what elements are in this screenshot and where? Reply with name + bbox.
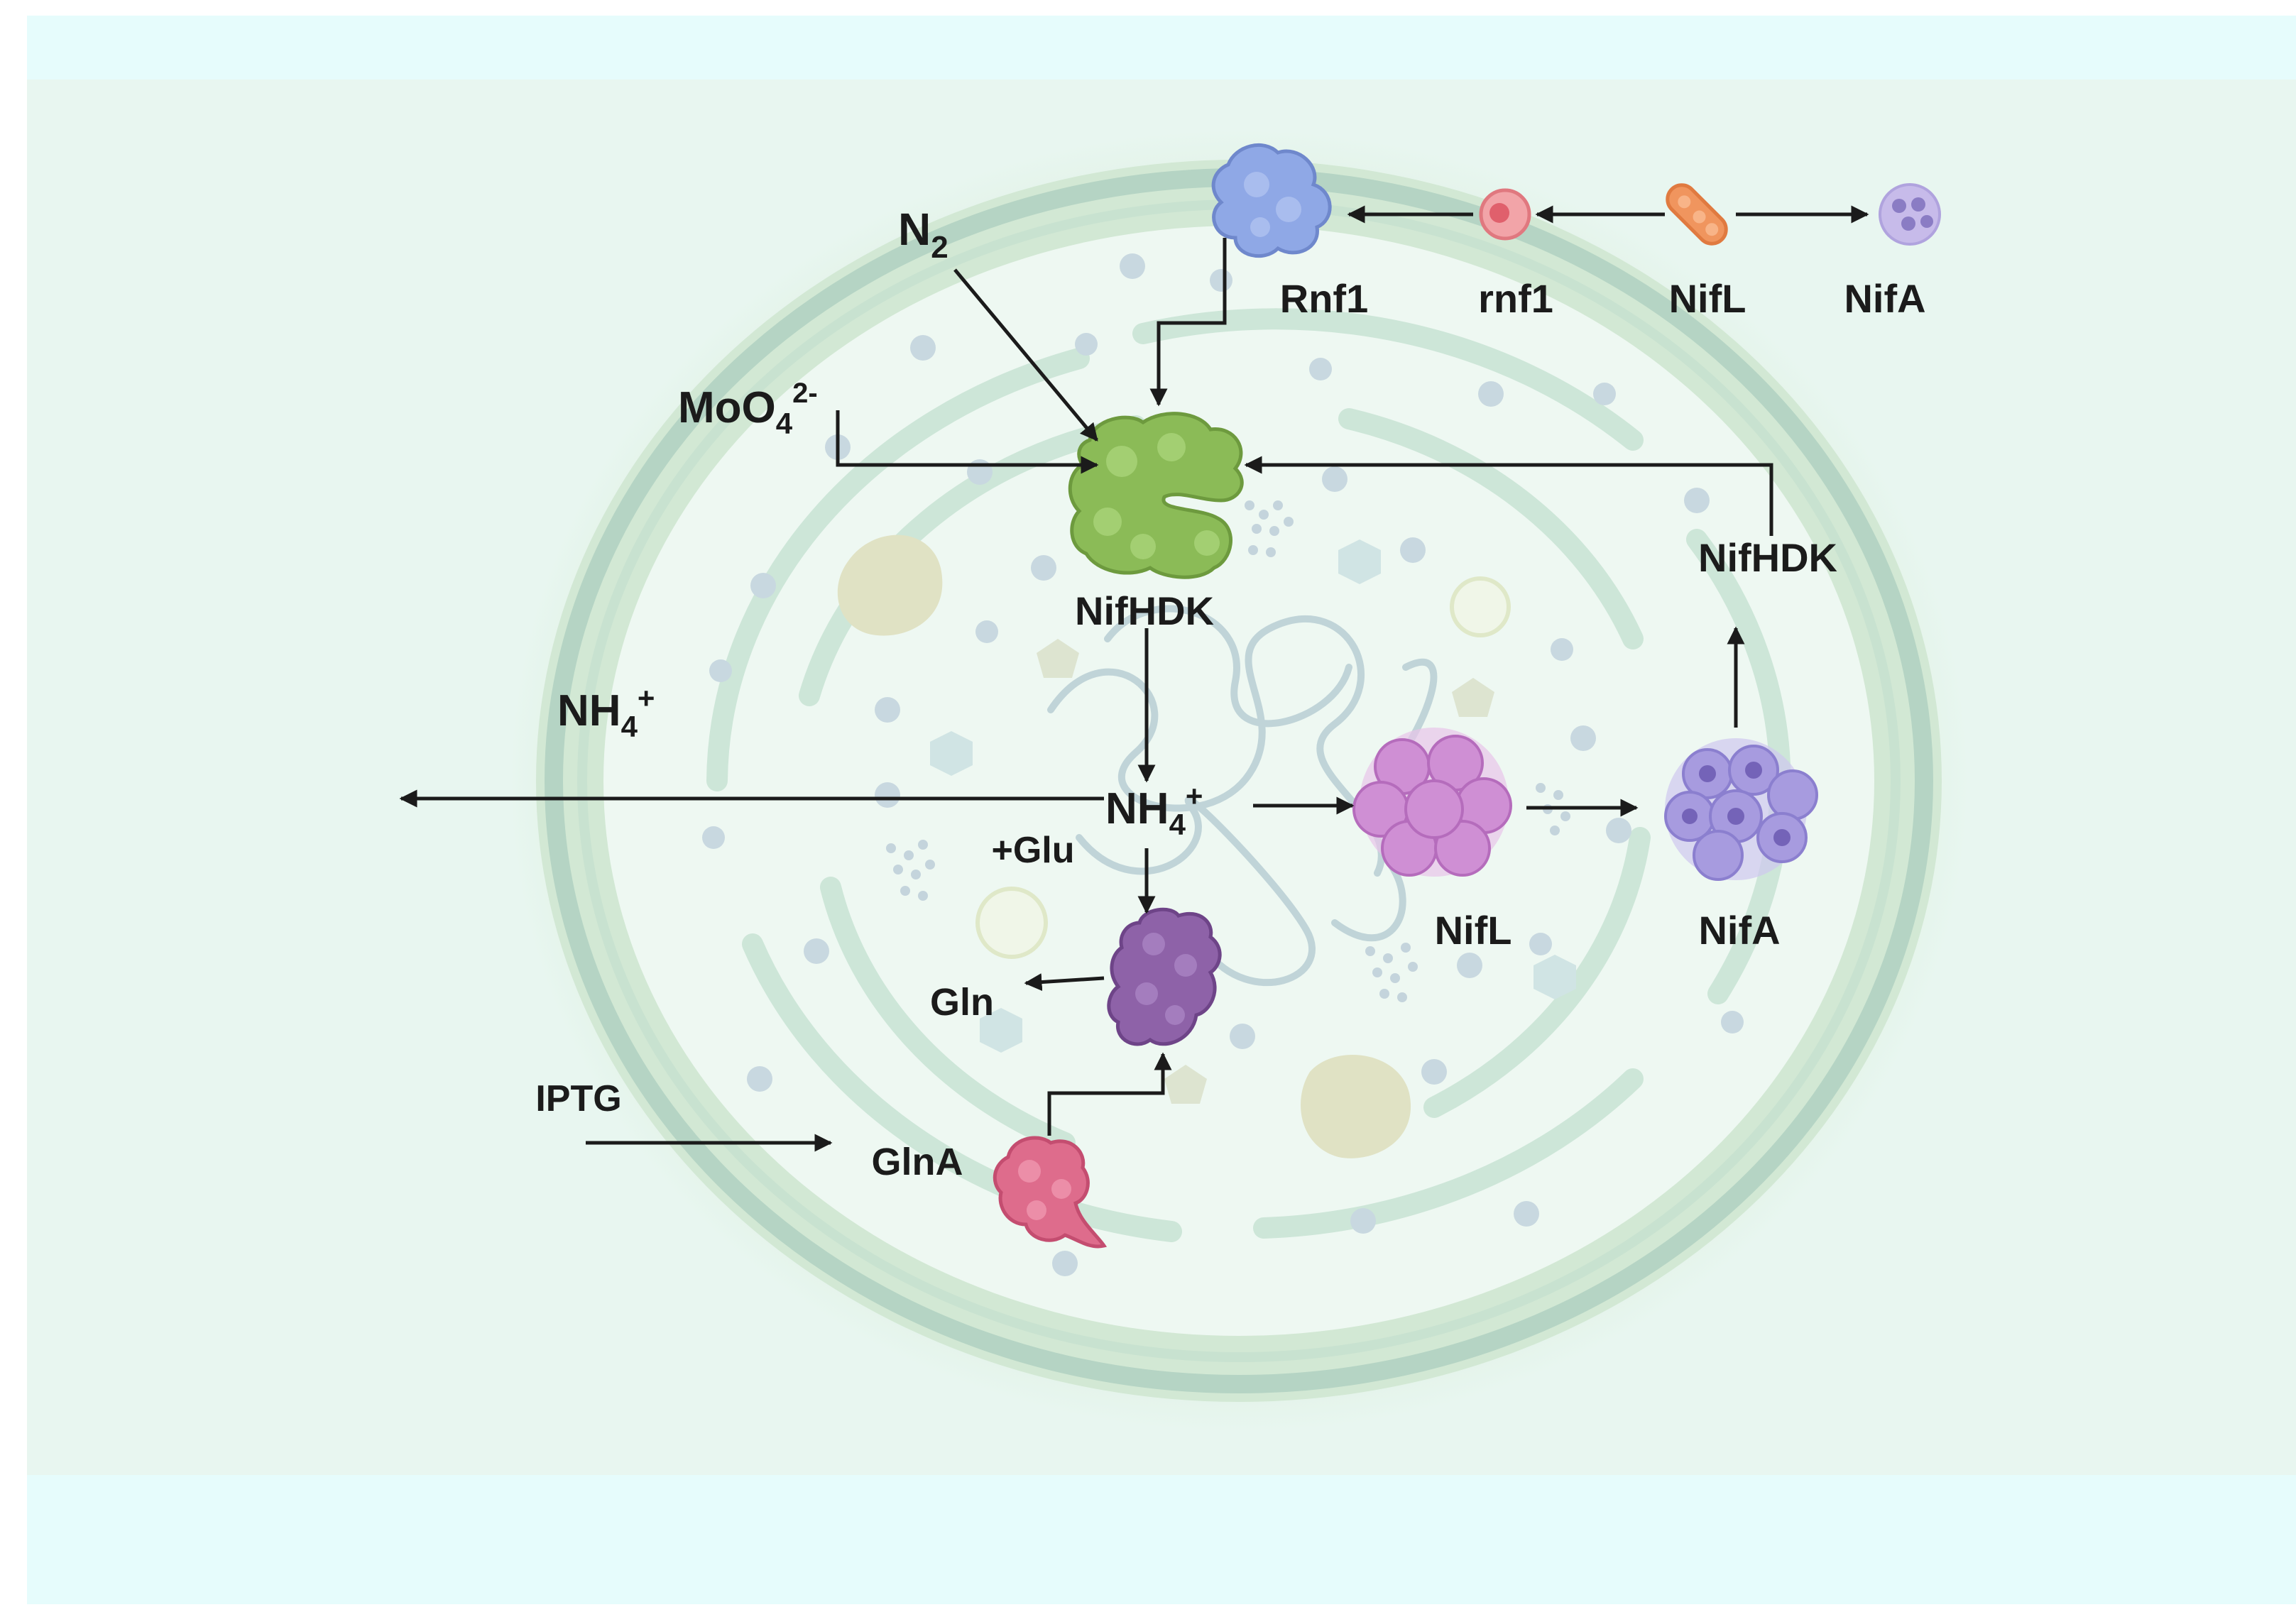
arrow-molybdate-to-nifhdk (836, 410, 1099, 474)
pathway-arrows (399, 205, 1869, 1152)
nifl-gene-icon (1666, 183, 1728, 246)
arrow-rnf1-to-nifhdk (1149, 238, 1227, 407)
rnf1-gene-icon (1479, 188, 1531, 241)
glna-protein-icon (993, 1136, 1108, 1249)
label-nifa-mid: NifA (1698, 908, 1780, 953)
label-nh4-center: NH4+ (1105, 779, 1203, 841)
label-nifl-top: NifL (1669, 276, 1746, 321)
label-n2: N2 (898, 204, 949, 265)
nifa-protein-icon (1664, 738, 1818, 881)
arrow-gs-to-gln (1024, 973, 1105, 992)
arrow-n2-to-nifhdk (953, 268, 1098, 442)
label-nifhdk-right: NifHDK (1698, 535, 1837, 580)
label-iptg: IPTG (535, 1078, 621, 1119)
label-gln: Gln (930, 981, 994, 1024)
nifhdk-protein-icon (1068, 412, 1244, 579)
label-glna: GlnA (872, 1141, 963, 1183)
arrow-nifhdk-right-to-nifhdk (1244, 456, 1773, 536)
label-nh4-outside: NH4+ (557, 681, 655, 743)
label-rnf1-gene: rnf1 (1478, 276, 1553, 321)
glutamine-synthetase-icon (1107, 907, 1222, 1046)
arrow-glna-to-gs (1047, 1052, 1172, 1136)
label-nifhdk-center: NifHDK (1075, 588, 1214, 633)
label-nifa-top: NifA (1844, 276, 1925, 321)
bacterial-cell (508, 128, 1970, 1434)
label-rnf1-protein: Rnf1 (1280, 276, 1368, 321)
nifa-gene-icon (1879, 183, 1941, 246)
label-nifl-mid: NifL (1435, 908, 1512, 953)
nifl-protein-icon (1352, 728, 1512, 877)
label-glu: +Glu (991, 830, 1074, 871)
rnf1-protein-icon (1211, 143, 1332, 258)
label-molybdate: MoO42- (678, 378, 818, 440)
